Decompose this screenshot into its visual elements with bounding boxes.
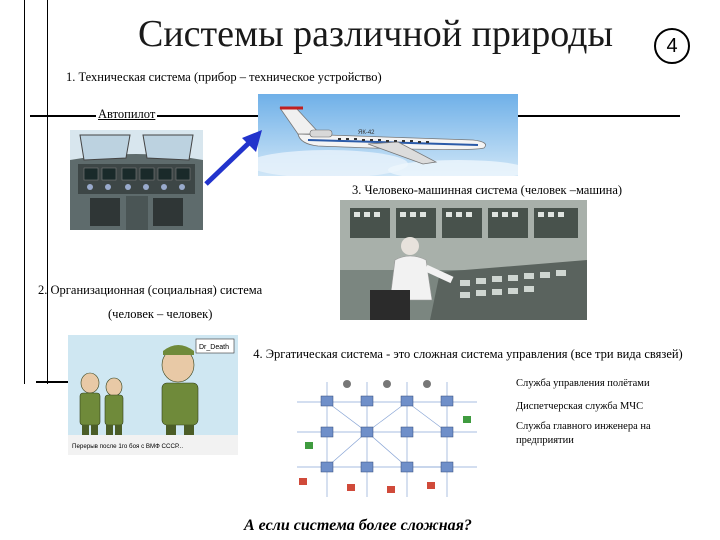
- organizational-caption: 2. Организационная (социальная) система: [38, 283, 263, 297]
- arrow-icon: [204, 130, 262, 186]
- left-decor-bar: [24, 0, 48, 384]
- airplane-image: ЯК-42: [258, 94, 518, 176]
- service-item-emergency: Диспетчерская служба МЧС: [516, 401, 644, 412]
- human-machine-caption: 3. Человеко-машинная система (человек –м…: [352, 183, 623, 197]
- tech-system-caption: 1. Техническая система (прибор – техниче…: [66, 70, 382, 84]
- cartoon-name: Dr_Death: [199, 344, 229, 351]
- airplane-label: ЯК-42: [358, 130, 375, 136]
- service-item-flight: Служба управления полётами: [516, 378, 650, 389]
- organizational-subcaption: (человек – человек): [108, 307, 213, 321]
- control-room-image: [340, 200, 587, 320]
- network-diagram-image: [287, 372, 489, 506]
- cockpit-image: [70, 130, 203, 230]
- autopilot-label: Автопилот: [96, 107, 158, 122]
- closing-question: А если система более сложная?: [244, 517, 472, 534]
- cartoon-image: Dr_Death Перерыв после 1го боя с ВМФ ССС…: [68, 335, 238, 455]
- ergatic-caption: 4. Эргатическая система - это сложная си…: [253, 347, 683, 361]
- slide-number: 4: [654, 28, 690, 64]
- cartoon-caption: Перерыв после 1го боя с ВМФ СССР...: [72, 443, 183, 450]
- slide-title: Системы различной природы: [138, 13, 613, 55]
- service-item-engineer: Служба главного инженера на предприятии: [516, 421, 651, 446]
